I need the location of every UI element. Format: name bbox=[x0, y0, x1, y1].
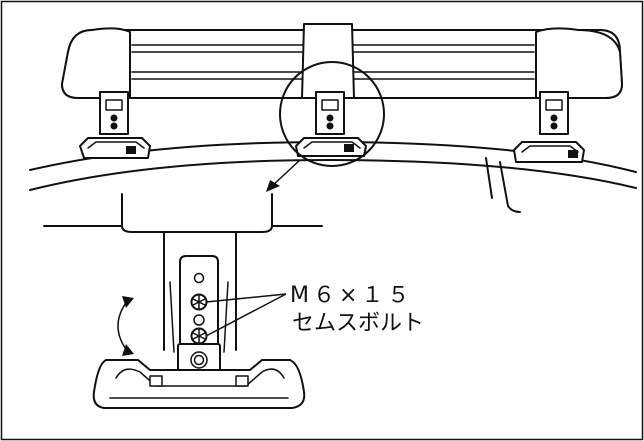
callout-label-name: セムスボルト bbox=[292, 311, 424, 336]
roof-rack-overview bbox=[29, 23, 637, 213]
bolt-lower bbox=[190, 327, 208, 345]
detail-bracket-side bbox=[169, 281, 229, 353]
detail-base-hook bbox=[149, 375, 163, 387]
detail-base-inner bbox=[115, 368, 285, 387]
detail-clamp-knob-inner bbox=[193, 354, 205, 366]
end-cap-right bbox=[535, 27, 623, 99]
rotation-arrowhead-bottom bbox=[122, 344, 134, 356]
callout-label-size: M６×１５ bbox=[290, 283, 413, 308]
zoom-circle bbox=[279, 61, 385, 167]
callout-leaders bbox=[205, 293, 287, 337]
detail-base-pad bbox=[92, 359, 306, 409]
roof-seam-right-2 bbox=[499, 161, 521, 213]
bolt-upper bbox=[190, 293, 208, 311]
rack-foot-left bbox=[79, 91, 151, 159]
center-clamp bbox=[301, 23, 355, 99]
rack-foot-center bbox=[295, 91, 367, 157]
rotation-arrow bbox=[117, 299, 129, 353]
detail-bracket bbox=[163, 231, 237, 351]
detail-base-hook bbox=[235, 375, 249, 387]
zoom-pointer-arrow bbox=[266, 159, 301, 192]
detail-top-hole bbox=[193, 272, 205, 284]
detail-clamp-knob bbox=[190, 351, 208, 369]
roof-outline-inner bbox=[29, 159, 637, 191]
leader-line-upper bbox=[205, 293, 287, 303]
rack-foot-right bbox=[513, 91, 585, 163]
leader-line-lower bbox=[205, 293, 287, 337]
end-cap-left bbox=[61, 27, 131, 99]
foot-detail-view bbox=[43, 193, 323, 409]
roof-seam-right bbox=[485, 157, 493, 199]
detail-middle-hole bbox=[193, 314, 205, 326]
rotation-arrowhead-top bbox=[122, 296, 134, 308]
detail-bar-section bbox=[121, 193, 273, 233]
